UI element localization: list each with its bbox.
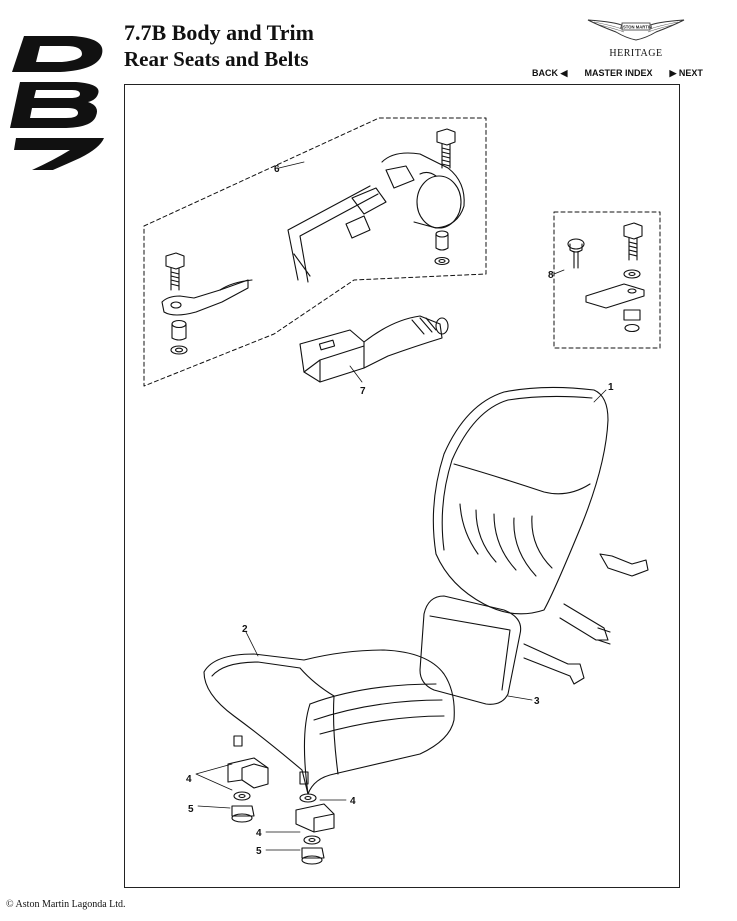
page-title: 7.7B Body and Trim bbox=[124, 20, 314, 45]
callout-2: 2 bbox=[242, 624, 248, 635]
db7-logo bbox=[10, 36, 104, 170]
exploded-parts-diagram: 1 2 3 4 4 4 5 5 6 7 8 bbox=[143, 117, 661, 865]
brand-wordmark: ASTON MARTIN bbox=[620, 24, 652, 29]
page-navigation: BACK ◀ MASTER INDEX ▶ NEXT bbox=[532, 68, 703, 79]
callout-5-right: 5 bbox=[256, 846, 262, 857]
seat-cushion-part bbox=[203, 649, 455, 795]
callout-3: 3 bbox=[534, 696, 540, 707]
callout-6: 6 bbox=[274, 164, 280, 175]
left-seat-bracket-hardware bbox=[227, 735, 269, 823]
callout-8: 8 bbox=[548, 270, 554, 281]
callout-5-left: 5 bbox=[188, 804, 194, 815]
belt-retractor-reel bbox=[381, 152, 465, 229]
callout-1: 1 bbox=[608, 382, 614, 393]
brand-tagline: HERITAGE bbox=[609, 48, 663, 59]
belt-anchor-plate bbox=[161, 279, 253, 316]
back-link[interactable]: BACK ◀ bbox=[532, 68, 568, 78]
belt-assembly-dashed-boundary bbox=[143, 117, 487, 387]
aston-martin-wings-logo: ASTON MARTIN bbox=[587, 19, 685, 41]
callout-4-right-lower: 4 bbox=[256, 828, 262, 839]
aston-martin-brand: ASTON MARTIN HERITAGE bbox=[586, 12, 686, 59]
belt-buckle-part bbox=[299, 315, 449, 383]
callout-leaders bbox=[195, 161, 607, 851]
anchor-spacer-part bbox=[170, 319, 188, 355]
bracket-kit-dashed-boundary bbox=[553, 211, 661, 349]
page-subtitle: Rear Seats and Belts bbox=[124, 47, 309, 71]
belt-webbing bbox=[287, 185, 387, 283]
side-cushion-part bbox=[419, 595, 585, 705]
callout-7: 7 bbox=[360, 386, 366, 397]
spacer-part bbox=[434, 230, 450, 266]
copyright-footer: © Aston Martin Lagonda Ltd. bbox=[6, 899, 126, 910]
callout-4-left: 4 bbox=[186, 774, 192, 785]
diagram-frame bbox=[124, 84, 680, 888]
bolt-part bbox=[436, 128, 456, 169]
bracket-kit-parts bbox=[567, 222, 645, 333]
callout-4-right-upper: 4 bbox=[350, 796, 356, 807]
right-seat-bracket-hardware bbox=[295, 771, 335, 865]
anchor-bolt-part bbox=[165, 252, 185, 291]
master-index-link[interactable]: MASTER INDEX bbox=[584, 68, 653, 78]
seat-backrest-part bbox=[432, 386, 649, 645]
next-link[interactable]: ▶ NEXT bbox=[669, 68, 703, 78]
